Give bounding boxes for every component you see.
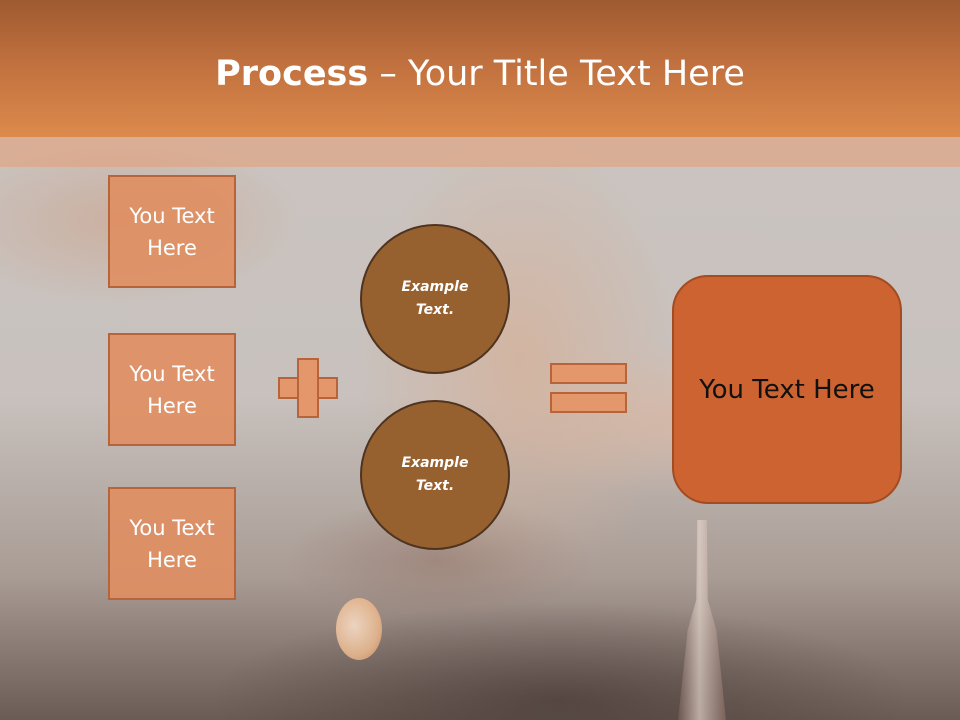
circle-label: Example Text. [401,279,469,318]
title-bar [0,0,960,137]
circle-label: Example Text. [401,455,469,494]
title-rest: – Your Title Text Here [368,54,745,94]
example-circle-1: Example Text. [360,224,510,374]
title-bold: Process [215,54,369,94]
equals-bar-bottom [550,392,627,413]
slide-title: Process – Your Title Text Here [0,52,960,96]
result-label: You Text Here [699,374,875,405]
input-box-3: You Text Here [108,487,236,600]
input-box-2: You Text Here [108,333,236,446]
example-circle-2: Example Text. [360,400,510,550]
casino-chip-image [336,598,382,660]
equals-bar-top [550,363,627,384]
input-box-1: You Text Here [108,175,236,288]
input-box-label: You Text Here [129,361,215,418]
title-band [0,137,960,167]
plus-icon [278,358,338,418]
input-box-label: You Text Here [129,515,215,572]
input-box-label: You Text Here [129,203,215,260]
result-box: You Text Here [672,275,902,504]
